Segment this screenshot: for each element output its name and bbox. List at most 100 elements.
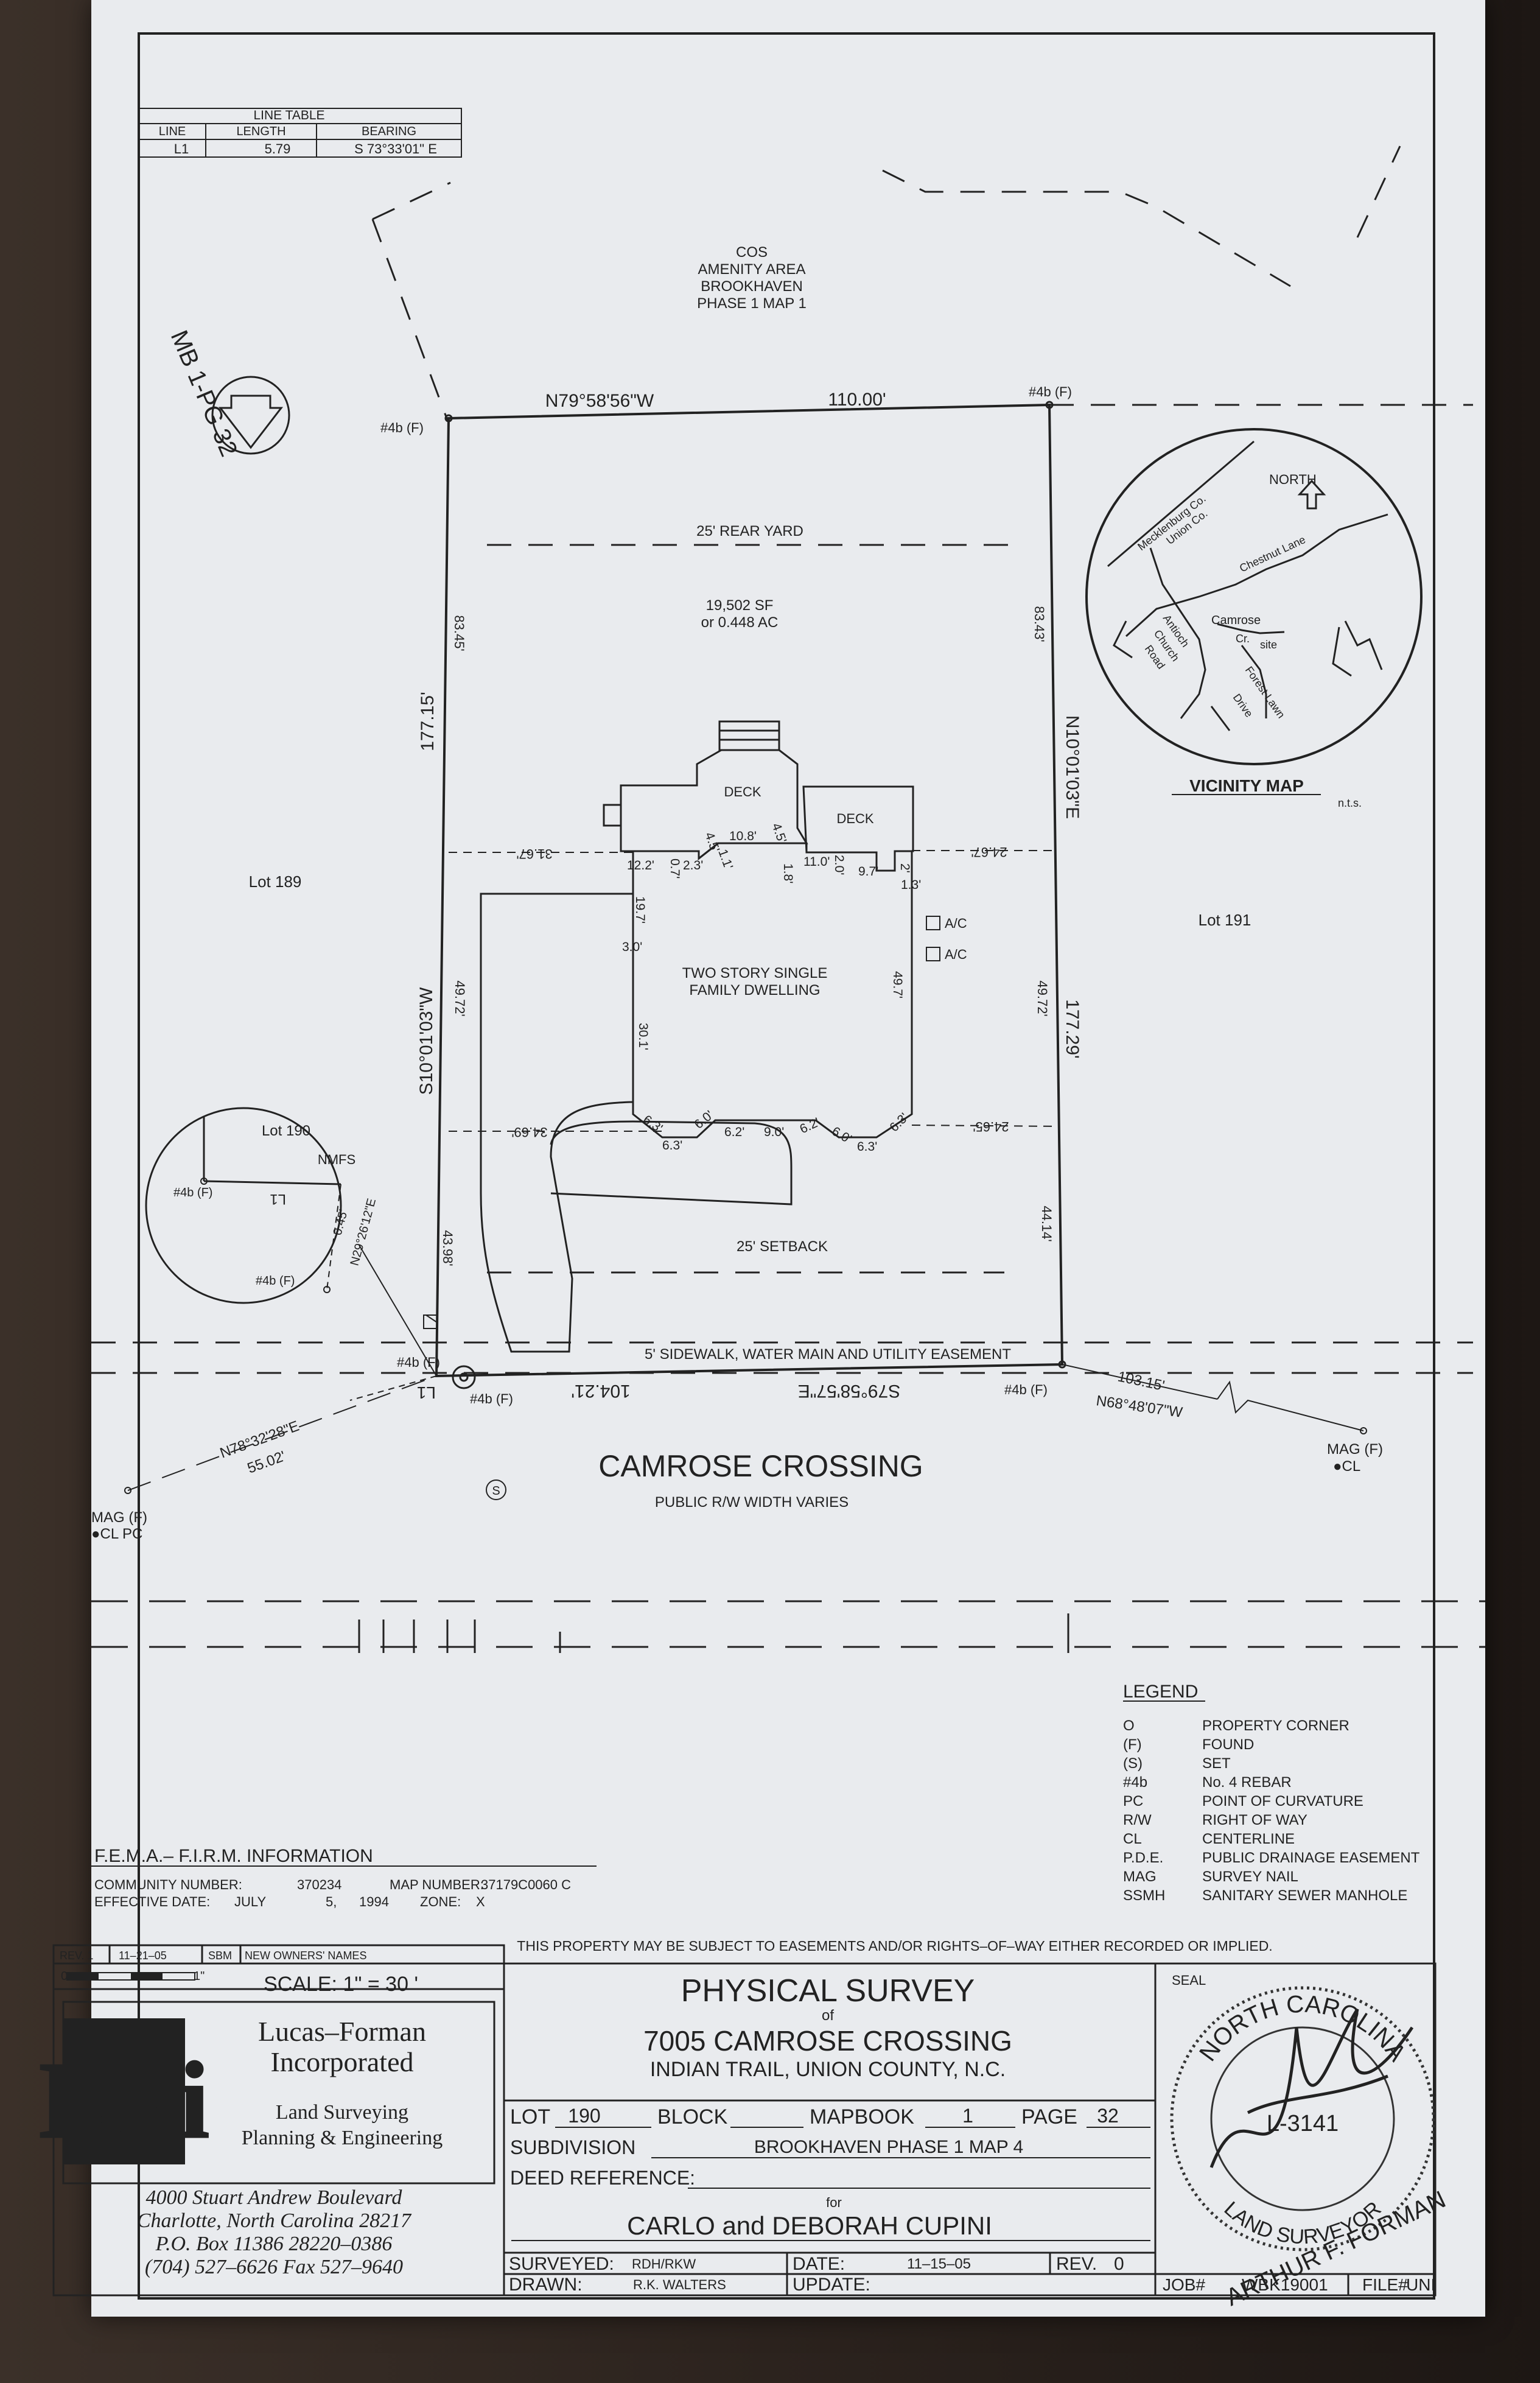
revision-by: SBM — [208, 1950, 232, 1962]
subdivision-row: SUBDIVISION BROOKHAVEN PHASE 1 MAP 4 — [510, 2136, 1150, 2158]
svg-text:19.7': 19.7' — [633, 896, 647, 924]
svg-text:PAGE: PAGE — [1021, 2105, 1077, 2129]
scale-bar: 0 1" SCALE: 1" = 30 ' — [61, 1970, 418, 1996]
company-phone: (704) 527–6626 Fax 527–9640 — [145, 2256, 403, 2278]
legend-description: No. 4 REBAR — [1202, 1774, 1292, 1791]
legend-symbol: (S) — [1123, 1755, 1143, 1772]
sewer-manhole-symbol: S — [486, 1479, 506, 1500]
pin-sw-label: #4b (F) — [397, 1355, 440, 1370]
ac-unit-1 — [926, 916, 940, 930]
svg-text:49.7': 49.7' — [891, 971, 905, 998]
mag-right-2: ●CL — [1333, 1458, 1360, 1475]
offset-e2: 24.65' — [973, 1119, 1009, 1134]
svg-text:1: 1 — [962, 2105, 973, 2127]
diag-length: 55.02' — [245, 1448, 288, 1476]
svg-text:0: 0 — [61, 1970, 68, 1983]
pin-se-label: #4b (F) — [1004, 1382, 1048, 1397]
line-table-cell-length: 5.79 — [265, 141, 291, 156]
company-address-2: Charlotte, North Carolina 28217 — [137, 2209, 412, 2232]
svg-text:370234: 370234 — [297, 1877, 341, 1892]
pin-se — [1058, 1360, 1066, 1369]
south-length: 104.21' — [571, 1381, 631, 1401]
svg-text:30.1': 30.1' — [636, 1023, 650, 1050]
north-bearing: N79°58'56"W — [545, 391, 654, 411]
svg-text:6.3': 6.3' — [857, 1140, 877, 1154]
dim-e-mid: 49.72' — [1035, 980, 1050, 1016]
svg-text:LEGEND: LEGEND — [1123, 1682, 1198, 1702]
north-arrow-icon — [1297, 479, 1326, 510]
svg-text:DRAWN:: DRAWN: — [509, 2275, 583, 2295]
east-length: 177.29' — [1062, 999, 1082, 1059]
company-logo: LFi — [38, 2018, 211, 2164]
svg-text:SCALE: 1" = 30 ': SCALE: 1" = 30 ' — [264, 1973, 418, 1996]
dim-w-top: 83.45' — [452, 615, 467, 651]
svg-text:LOT: LOT — [510, 2105, 550, 2129]
dim-w-bot: 43.98' — [440, 1230, 455, 1266]
svg-text:1.8': 1.8' — [781, 863, 795, 883]
offset-w1: 31.67' — [516, 846, 552, 862]
svg-text:FILE#: FILE# — [1362, 2275, 1408, 2294]
dim-w-mid: 49.72' — [452, 980, 467, 1016]
svg-text:Camrose: Camrose — [1211, 614, 1261, 627]
svg-text:SURVEYED:: SURVEYED: — [509, 2254, 614, 2274]
svg-text:LFi: LFi — [39, 2040, 209, 2161]
deck-label-1: DECK — [724, 784, 761, 799]
svg-text:9.0': 9.0' — [764, 1125, 784, 1139]
svg-text:Chestnut Lane: Chestnut Lane — [1237, 533, 1307, 575]
svg-text:JULY: JULY — [234, 1894, 266, 1909]
line-table-cell-line: L1 — [174, 141, 189, 156]
svg-text:X: X — [476, 1894, 485, 1909]
svg-text:4.5': 4.5' — [769, 821, 789, 845]
svg-text:NMFS: NMFS — [318, 1152, 355, 1167]
title-block-frame — [52, 1944, 1437, 2297]
lot-area-sf: 19,502 SF — [706, 597, 774, 614]
line-table-header-bearing: BEARING — [362, 125, 416, 138]
legend-symbol: O — [1123, 1718, 1135, 1734]
svg-text:2': 2' — [898, 863, 912, 873]
svg-text:n.t.s.: n.t.s. — [1338, 797, 1362, 809]
rear-yard-label: 25' REAR YARD — [696, 523, 803, 539]
pin-ne — [1045, 401, 1054, 409]
svg-text:NORTH: NORTH — [1269, 472, 1317, 487]
svg-text:BROOKHAVEN: BROOKHAVEN — [701, 278, 803, 295]
deed-row: DEED REFERENCE: — [510, 2167, 1150, 2189]
svg-text:6.2': 6.2' — [797, 1115, 822, 1137]
pin-nw — [444, 414, 453, 423]
corner-ties — [124, 1244, 1367, 1494]
svg-text:BROOKHAVEN PHASE 1 MAP 4: BROOKHAVEN PHASE 1 MAP 4 — [754, 2137, 1023, 2157]
line-table-header-length: LENGTH — [236, 125, 285, 138]
ac-label-1: A/C — [945, 916, 967, 931]
company-address-1: 4000 Stuart Andrew Boulevard — [146, 2186, 403, 2209]
offset-w2: 34.69' — [511, 1125, 547, 1140]
company-name-1: Lucas–Forman — [258, 2016, 426, 2047]
survey-title: PHYSICAL SURVEY — [681, 1973, 975, 2009]
company-services-2: Planning & Engineering — [242, 2127, 443, 2149]
easement-label: 5' SIDEWALK, WATER MAIN AND UTILITY EASE… — [645, 1346, 1011, 1363]
line-table: LINE TABLE LINE LENGTH BEARING L1 5.79 S… — [138, 108, 462, 158]
svg-text:9.7': 9.7' — [858, 865, 878, 879]
line-table-cell-bearing: S 73°33'01" E — [354, 141, 437, 156]
survey-credits: SURVEYED: RDH/RKW DATE: 11–15–05 REV. 0 … — [509, 1973, 1435, 2295]
dim-e-bot: 44.14' — [1039, 1206, 1054, 1241]
legend-symbol: (F) — [1123, 1736, 1142, 1753]
mag-left-1: MAG (F) — [91, 1509, 147, 1526]
owners-for: for — [826, 2195, 842, 2210]
east-offset-bearing: N68°48'07"W — [1095, 1392, 1183, 1421]
lot-189-label: Lot 189 — [249, 872, 302, 891]
svg-text:11.0': 11.0' — [803, 855, 830, 869]
west-length: 177.15' — [418, 692, 438, 751]
svg-text:R.K. WALTERS: R.K. WALTERS — [633, 2277, 726, 2292]
mag-right-1: MAG (F) — [1327, 1441, 1383, 1458]
svg-text:site: site — [1260, 639, 1277, 651]
svg-text:1.3': 1.3' — [901, 878, 921, 892]
deck-label-2: DECK — [836, 811, 873, 826]
north-arrow-icon — [211, 376, 290, 455]
svg-text:1": 1" — [194, 1970, 205, 1983]
line-l1-label: L1 — [417, 1383, 436, 1402]
svg-text:5,: 5, — [326, 1894, 337, 1909]
fema-info: F.E.M.A.– F.I.R.M. INFORMATION COMMUNITY… — [91, 1846, 597, 1909]
pin-sw2-label: #4b (F) — [470, 1391, 513, 1406]
house-label-2: FAMILY DWELLING — [689, 982, 820, 998]
svg-text:UNI: UNI — [1406, 2275, 1435, 2294]
